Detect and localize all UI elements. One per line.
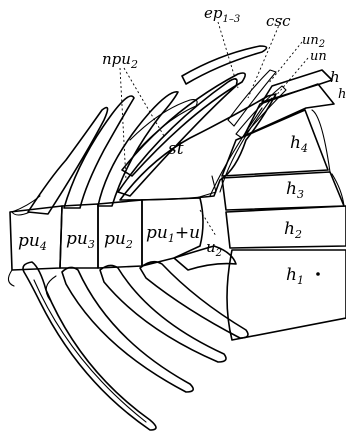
label-st: st <box>168 139 184 159</box>
label-ep: ep1–3 <box>204 4 240 25</box>
label-h4: h4 <box>290 133 308 155</box>
label-h3: h3 <box>286 179 304 201</box>
hypural-distal-edge <box>312 110 344 206</box>
leader-npu2-a <box>120 68 126 180</box>
haemal-spine-pu3 <box>62 267 193 392</box>
label-pu3: pu3 <box>66 229 95 251</box>
labels: ep1–3 csc un2 un h h npu2 st h4 h3 h2 <box>18 4 346 287</box>
epural-3 <box>182 46 267 84</box>
label-pu4: pu4 <box>18 231 47 253</box>
parhypural <box>140 262 248 338</box>
label-h1: h1 <box>286 265 304 287</box>
hypural-plates <box>222 70 346 340</box>
label-npu2: npu2 <box>102 50 138 71</box>
hypural-3 <box>222 172 344 210</box>
label-pu2: pu2 <box>104 229 133 251</box>
label-h2: h2 <box>284 219 302 241</box>
stegural-plate <box>120 94 276 200</box>
label-csc: csc <box>266 12 291 30</box>
hypural-1-dot <box>316 272 320 276</box>
stegural-outline <box>120 94 276 200</box>
label-pu1-u1: pu1+u <box>146 223 200 245</box>
neural-spine-pu2 <box>98 92 178 206</box>
haemal-spines <box>8 246 248 430</box>
hypural-ventral-ray <box>174 246 236 270</box>
leader-npu2-b <box>124 68 164 136</box>
hypural-6 <box>262 70 332 102</box>
hypural-5 <box>244 84 334 136</box>
label-un2: un2 <box>302 33 325 50</box>
leader-lines <box>120 18 308 236</box>
leader-un1 <box>274 58 308 98</box>
hypural-1 <box>227 250 346 340</box>
label-u2: u2 <box>206 238 222 259</box>
urostyle-tip <box>196 176 216 198</box>
label-h5: h <box>338 87 346 102</box>
label-un1: un <box>310 49 327 64</box>
neural-spine-pu3 <box>64 96 134 208</box>
label-h6: h <box>330 68 340 86</box>
